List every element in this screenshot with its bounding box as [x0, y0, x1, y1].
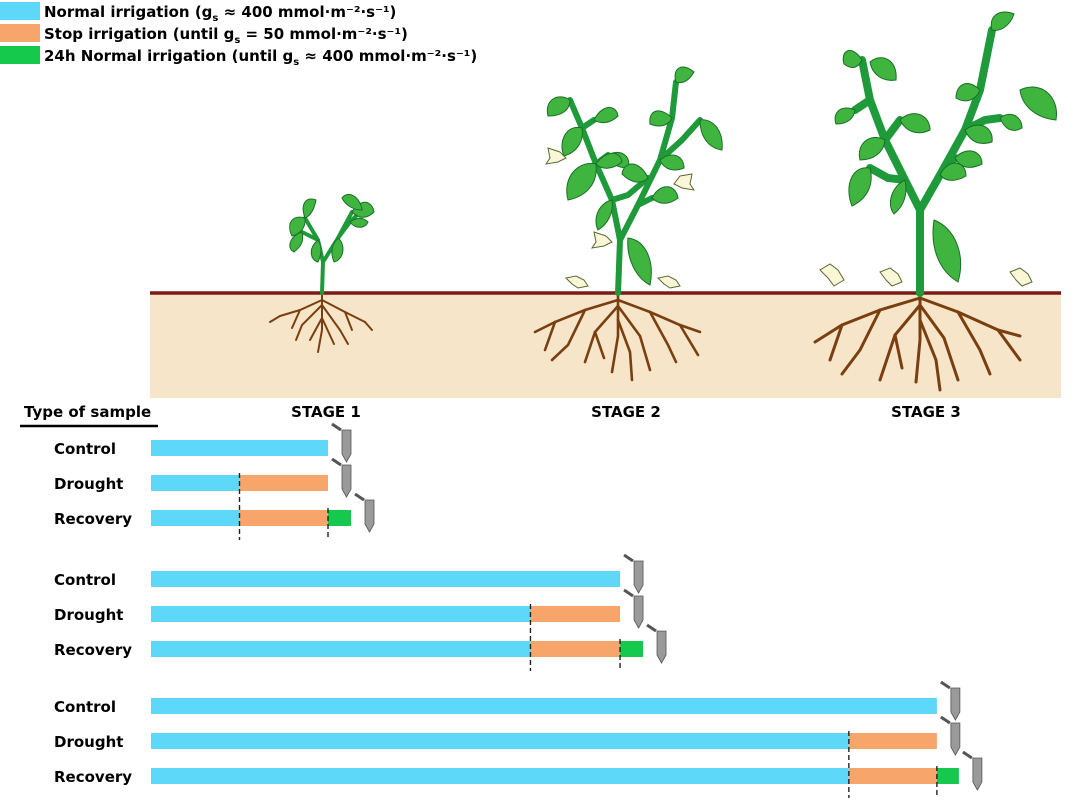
leaves-stage-1: [289, 194, 375, 263]
sample-header: Type of sample: [20, 403, 158, 428]
row-label-g3-recovery: Recovery: [54, 768, 132, 786]
bar-g3-recovery-normal: [151, 768, 849, 784]
legend-item-stop: Stop irrigation (until gs = 50 mmol·m⁻²·…: [0, 24, 408, 46]
row-label-g1-drought: Drought: [54, 475, 123, 493]
legend-item-normal: Normal irrigation (gs ≈ 400 mmol·m⁻²·s⁻¹…: [0, 2, 396, 24]
plant-stage-1: [269, 194, 375, 353]
bar-g1-recovery-normal: [151, 510, 240, 526]
legend-swatch-recovery: [0, 46, 40, 64]
soil-area: [150, 293, 1061, 398]
bar-g1-recovery-rewater: [328, 510, 352, 526]
bar-g3-control-normal: [151, 698, 937, 714]
bar-g2-drought-normal: [151, 606, 531, 622]
row-label-g1-recovery: Recovery: [54, 510, 132, 528]
tube-g2-recovery-lid: [646, 623, 657, 633]
tube-g3-control: [940, 680, 961, 721]
stage-label-3: STAGE 3: [891, 403, 961, 421]
bar-g1-drought-normal: [151, 475, 240, 491]
row-label-g2-drought: Drought: [54, 606, 123, 624]
tube-g3-recovery: [962, 750, 983, 791]
tube-g1-recovery: [354, 492, 375, 533]
tube-g1-drought: [331, 457, 352, 498]
plant-stage-3: [813, 11, 1057, 392]
tube-g2-drought-lid: [623, 588, 634, 598]
row-label-g3-drought: Drought: [54, 733, 123, 751]
tube-g1-control-lid: [331, 422, 342, 432]
bar-g1-drought-stop: [239, 475, 328, 491]
leaves-stage-3: [834, 11, 1057, 283]
stage-label-2: STAGE 2: [591, 403, 661, 421]
shoot-stage-3: [819, 11, 1057, 297]
legend-swatch-normal: [0, 2, 40, 20]
tube-g2-drought: [623, 588, 644, 629]
tube-g2-recovery-body: [656, 630, 667, 664]
tube-g2-control: [623, 553, 644, 594]
tube-g3-drought-body: [950, 722, 961, 756]
tube-g1-drought-body: [341, 464, 352, 498]
legend-text-normal: Normal irrigation (gs ≈ 400 mmol·m⁻²·s⁻¹…: [44, 3, 396, 24]
legend-text-recovery: 24h Normal irrigation (until gs ≈ 400 mm…: [44, 47, 477, 68]
tube-g3-drought: [940, 715, 961, 756]
bar-g3-drought-stop: [848, 733, 937, 749]
flowers-stage-3: [819, 263, 1033, 287]
sample-header-text: Type of sample: [24, 403, 151, 421]
legend: Normal irrigation (gs ≈ 400 mmol·m⁻²·s⁻¹…: [0, 2, 477, 68]
soil: [150, 291, 1061, 398]
tube-g2-control-lid: [623, 553, 634, 563]
bar-g1-recovery-stop: [239, 510, 328, 526]
stage-labels: STAGE 1 STAGE 2 STAGE 3: [291, 403, 961, 421]
roots-stage-3: [813, 292, 1022, 392]
legend-item-recovery: 24h Normal irrigation (until gs ≈ 400 mm…: [0, 46, 477, 68]
tube-g2-recovery: [646, 623, 667, 664]
tube-g3-drought-lid: [940, 715, 951, 725]
bar-g2-recovery-rewater: [620, 641, 644, 657]
bar-g1-control-normal: [151, 440, 328, 456]
tube-g3-recovery-body: [972, 757, 983, 791]
legend-swatch-stop: [0, 24, 40, 42]
row-label-g1-control: Control: [54, 440, 116, 458]
row-label-g3-control: Control: [54, 698, 116, 716]
tube-g1-recovery-body: [364, 499, 375, 533]
tube-g3-recovery-lid: [962, 750, 973, 760]
tube-g2-control-body: [633, 560, 644, 594]
roots-stage-2: [533, 292, 702, 382]
tube-g1-control-body: [341, 429, 352, 463]
tube-g2-drought-body: [633, 595, 644, 629]
bar-g2-recovery-normal: [151, 641, 531, 657]
legend-text-stop: Stop irrigation (until gs = 50 mmol·m⁻²·…: [44, 25, 408, 46]
plant-stage-2: [533, 66, 723, 382]
bar-g3-drought-normal: [151, 733, 849, 749]
tube-g3-control-lid: [940, 680, 951, 690]
tube-g1-recovery-lid: [354, 492, 365, 502]
bar-g2-drought-stop: [530, 606, 621, 622]
tube-g3-control-body: [950, 687, 961, 721]
roots-stage-1: [269, 293, 373, 353]
bar-g2-control-normal: [151, 571, 621, 587]
shoot-stage-2: [544, 66, 723, 296]
bar-g3-recovery-rewater: [936, 768, 959, 784]
shoot-stage-1: [289, 194, 375, 295]
leaves-stage-2: [546, 66, 723, 286]
stage-label-1: STAGE 1: [291, 403, 361, 421]
tube-g1-drought-lid: [331, 457, 342, 467]
bar-g3-recovery-stop: [848, 768, 937, 784]
flowers-stage-2: [544, 147, 696, 289]
row-labels: Control Drought Recovery Control Drought…: [54, 440, 132, 786]
tube-g1-control: [331, 422, 352, 463]
timeline-bars: [151, 422, 983, 798]
bar-g2-recovery-stop: [530, 641, 621, 657]
row-label-g2-recovery: Recovery: [54, 641, 132, 659]
row-label-g2-control: Control: [54, 571, 116, 589]
